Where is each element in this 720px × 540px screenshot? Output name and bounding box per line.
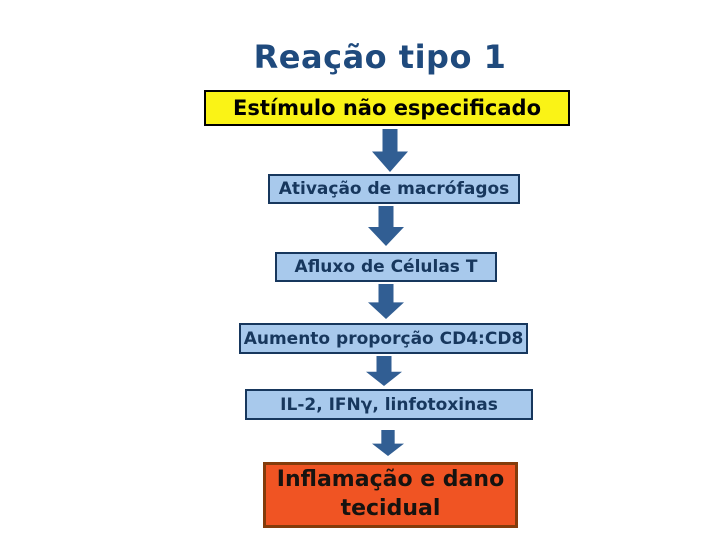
arrow-down-icon [368, 284, 404, 319]
flow-node-inflamacao-dano-tecidual: Inflamação e dano tecidual [263, 462, 518, 528]
flow-node-afluxo-celulas-t: Afluxo de Células T [275, 252, 497, 282]
slide-title: Reação tipo 1 [253, 38, 507, 76]
flow-node-estimulo-nao-especificado: Estímulo não especificado [204, 90, 570, 126]
arrow-down-icon [366, 356, 402, 386]
arrow-down-icon [372, 430, 404, 456]
flow-node-citocinas: IL-2, IFNγ, linfotoxinas [245, 389, 533, 420]
arrow-down-icon [372, 129, 408, 172]
flow-node-ativacao-macrofagos: Ativação de macrófagos [268, 174, 520, 204]
flow-node-proporcao-cd4-cd8: Aumento proporção CD4:CD8 [239, 323, 528, 354]
arrow-down-icon [368, 206, 404, 246]
